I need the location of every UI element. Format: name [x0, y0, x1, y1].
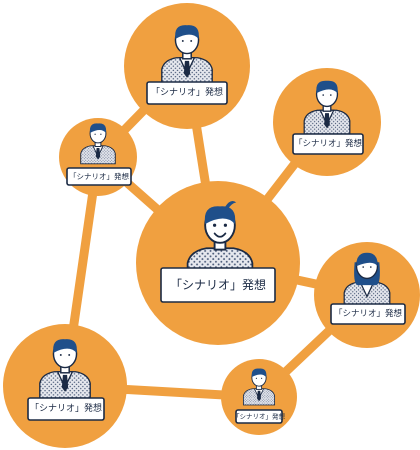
label-box: [27, 397, 105, 421]
node-right-woman: 「シナリオ」発想: [314, 242, 420, 348]
woman-icon: [343, 252, 391, 307]
label-box: [146, 81, 228, 105]
node-left-small: 「シナリオ」発想: [59, 118, 137, 196]
person-icon: [39, 339, 91, 399]
node-label: 「シナリオ」発想: [233, 412, 286, 421]
label-box: [235, 409, 283, 424]
node-label: 「シナリオ」発想: [170, 277, 266, 292]
person-icon: [303, 80, 351, 135]
node-bottom-small: 「シナリオ」発想: [221, 359, 297, 435]
person-icon: [242, 368, 276, 406]
node-bottom-left: 「シナリオ」発想: [3, 324, 127, 448]
node-top: 「シナリオ」発想: [124, 3, 250, 129]
node-right-top: 「シナリオ」発想: [273, 68, 381, 176]
node-label: 「シナリオ」発想: [334, 308, 403, 319]
label-box: [330, 303, 406, 325]
label-box: [292, 133, 364, 155]
label-box: [160, 267, 276, 303]
node-center: 「シナリオ」発想: [136, 181, 300, 345]
person-icon: [80, 123, 116, 165]
label-box: [66, 167, 132, 186]
node-label: 「シナリオ」発想: [69, 171, 129, 181]
person-nodes: 「シナリオ」発想「シナリオ」発想「シナリオ」発想「シナリオ」発想「シナリオ」発想…: [3, 3, 420, 448]
node-label: 「シナリオ」発想: [294, 138, 363, 149]
person-icon: [161, 25, 213, 85]
node-label: 「シナリオ」発想: [151, 86, 223, 98]
node-label: 「シナリオ」発想: [30, 402, 102, 414]
